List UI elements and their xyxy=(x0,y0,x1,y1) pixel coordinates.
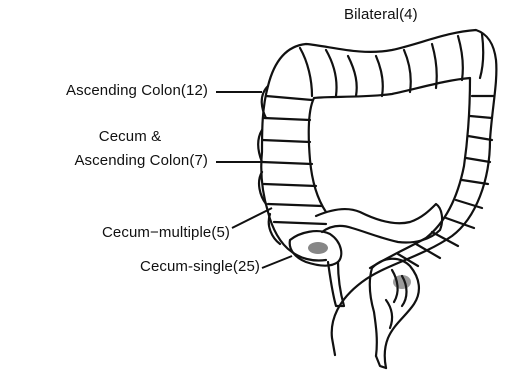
haustra-descending xyxy=(398,96,494,266)
label-cecum-single: Cecum-single(25) xyxy=(60,258,260,276)
leader-cecum-single xyxy=(262,256,292,268)
haustra-transverse xyxy=(300,34,483,96)
label-cecum-ascending-line2: Ascending Colon(7) xyxy=(8,152,208,170)
haustra-ascending xyxy=(262,96,326,224)
cecum-shading xyxy=(308,242,328,254)
ileum-shading xyxy=(393,275,411,289)
label-cecum-ascending-line1: Cecum & xyxy=(80,128,180,146)
label-cecum-multiple: Cecum−multiple(5) xyxy=(8,224,230,242)
appendix xyxy=(328,262,344,306)
label-ascending-colon: Ascending Colon(12) xyxy=(8,82,208,100)
label-bilateral: Bilateral(4) xyxy=(344,6,418,24)
leader-cecum-multiple xyxy=(232,208,272,228)
